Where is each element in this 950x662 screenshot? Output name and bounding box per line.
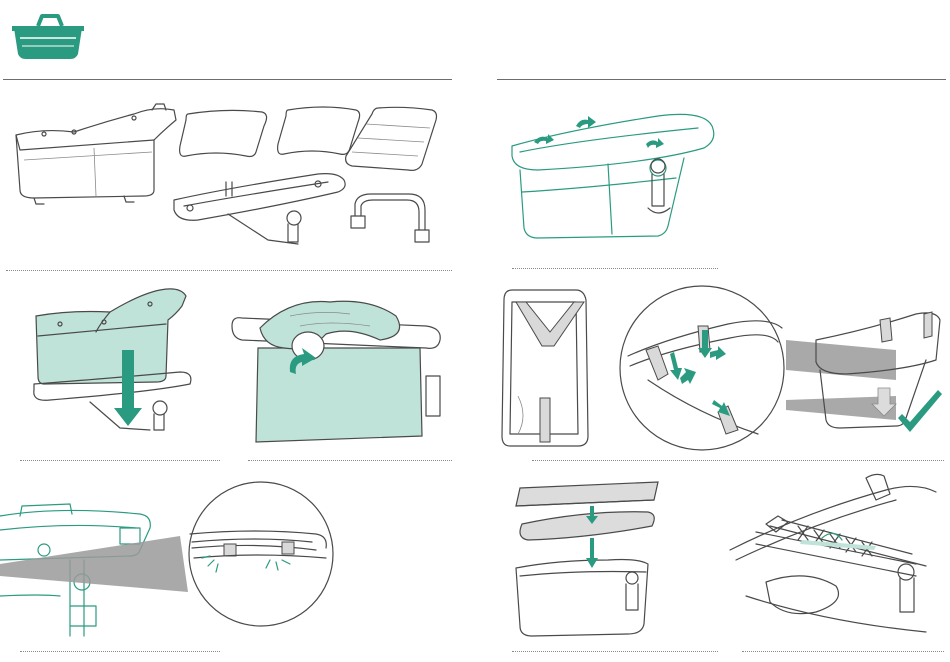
step-divider bbox=[248, 460, 452, 461]
bassinet-strap-illustration bbox=[786, 300, 946, 440]
step-divider bbox=[742, 651, 944, 652]
handle-strap-illustration bbox=[726, 472, 946, 648]
step-divider bbox=[20, 651, 220, 652]
mattress-pad-illustration bbox=[176, 106, 272, 160]
step-divider bbox=[532, 460, 944, 461]
bassinet-shell-illustration bbox=[14, 100, 184, 210]
left-section-rule bbox=[3, 79, 452, 80]
step-divider bbox=[6, 270, 452, 271]
frame-illustration bbox=[168, 170, 358, 260]
bassinet-top-view-illustration bbox=[498, 286, 594, 452]
step-divider bbox=[20, 460, 220, 461]
right-section-rule bbox=[497, 79, 946, 80]
frame-clip-illustration bbox=[0, 476, 190, 646]
step-divider bbox=[512, 651, 718, 652]
checkmark-icon bbox=[898, 390, 942, 432]
bassinet-clips-illustration bbox=[508, 108, 722, 258]
strap-detail-magnifier bbox=[618, 284, 788, 454]
handle-bar-illustration bbox=[345, 190, 435, 246]
step-divider bbox=[512, 268, 718, 269]
mattress-placement-illustration bbox=[508, 478, 668, 648]
clip-detail-magnifier bbox=[186, 478, 336, 630]
bassinet-icon bbox=[8, 12, 88, 62]
apron-cover-illustration bbox=[344, 104, 438, 174]
rotate-arrow-icon bbox=[534, 116, 664, 148]
bassinet-on-frame-illustration bbox=[30, 284, 200, 444]
fabric-fold-illustration bbox=[230, 296, 445, 446]
